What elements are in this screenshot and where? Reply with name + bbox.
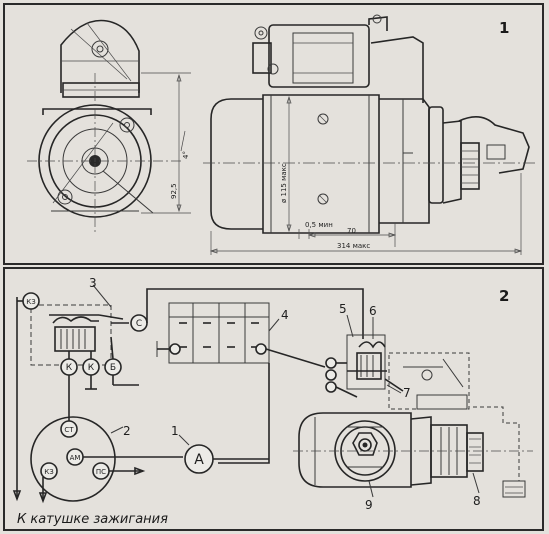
callout-5: 5 — [339, 302, 347, 316]
starter-dimension-drawing: 92,5 4° — [3, 3, 544, 265]
diameter-dimension-label: ø 115 макс — [280, 163, 288, 203]
ammeter-1: А 1 — [171, 424, 269, 474]
angle-dimension-label: 4° — [182, 151, 190, 159]
fuse-block-4: 4 — [156, 302, 326, 368]
wiring-diagram: С 3 КЗ К К Б — [3, 267, 544, 531]
caption-to-ignition-coil: К катушке зажигания — [17, 512, 168, 527]
wire-arrow-icon — [38, 492, 48, 504]
callout-8: 8 — [473, 494, 481, 508]
terminal-st-label: СТ — [64, 426, 74, 434]
panel-2-number: 2 — [499, 287, 509, 305]
wire-arrow-icon — [12, 490, 22, 502]
total-length-label: 314 макс — [337, 242, 370, 250]
terminal-ps-label: ПС — [96, 468, 106, 476]
callout-9: 9 — [365, 498, 373, 512]
callout-3: 3 — [89, 276, 97, 290]
terminal-am-label: АМ — [70, 454, 81, 462]
relay-to-solenoid-wire — [146, 288, 364, 339]
callout-4: 4 — [281, 308, 289, 322]
starter-solenoid-5-6-7: 5 6 7 9 — [293, 302, 533, 512]
callout-2: 2 — [123, 424, 131, 438]
gap-dimension-label: 0,5 мин — [305, 221, 333, 229]
terminal-b-label: Б — [110, 363, 116, 373]
terminal-kz-top-label: КЗ — [26, 298, 36, 306]
height-dimension-label: 92,5 — [170, 183, 178, 199]
terminal-k1-label: К — [66, 363, 73, 373]
terminal-k2-label: К — [88, 363, 95, 373]
callout-6: 6 — [369, 304, 377, 318]
panel-1-number: 1 — [499, 19, 509, 37]
terminal-kz-bottom-label: КЗ — [44, 468, 54, 476]
terminal-c-label: С — [136, 319, 142, 329]
ignition-switch-2: СТ АМ КЗ ПС 2 — [30, 416, 183, 502]
starter-side-view: ø 115 макс 0,5 мин 70 314 макс — [203, 14, 537, 255]
starter-end-view: 92,5 4° — [27, 19, 191, 233]
starter-relay-3: С 3 — [30, 276, 148, 366]
ammeter-label: А — [194, 452, 204, 468]
callout-1: 1 — [171, 424, 179, 438]
length-70-label: 70 — [347, 227, 356, 235]
callout-7: 7 — [403, 386, 411, 400]
